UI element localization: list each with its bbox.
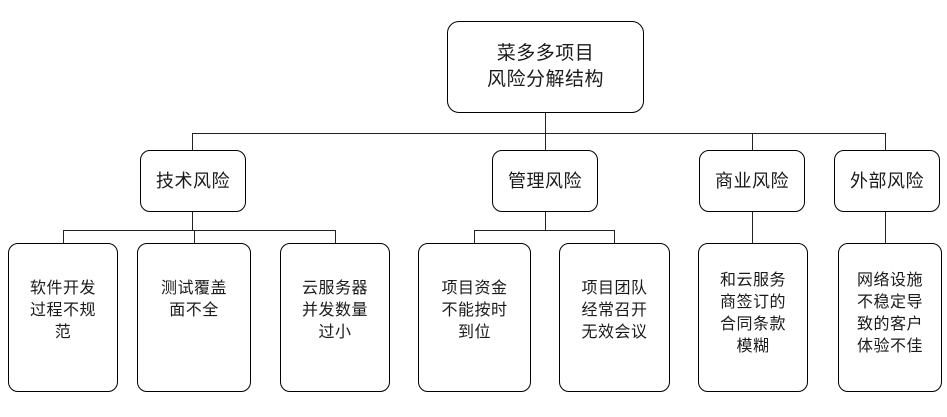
edge-drop-leaf-3 xyxy=(335,230,336,243)
node-branch-technical[interactable]: 技术风险 xyxy=(140,150,246,212)
edge-drop-leaf-5 xyxy=(614,230,615,243)
node-branch-external[interactable]: 外部风险 xyxy=(834,150,940,212)
edge-management-bus xyxy=(474,230,615,231)
edge-technical-stem xyxy=(192,212,193,230)
edge-drop-leaf-1 xyxy=(63,230,64,243)
node-leaf-1[interactable]: 软件开发 过程不规 范 xyxy=(8,243,118,392)
node-leaf-2[interactable]: 测试覆盖 面不全 xyxy=(137,243,251,392)
edge-drop-external xyxy=(885,133,886,151)
edge-drop-leaf-6 xyxy=(752,212,753,243)
node-leaf-5[interactable]: 项目团队 经常召开 无效会议 xyxy=(559,243,670,392)
node-root[interactable]: 菜多多项目 风险分解结构 xyxy=(447,21,644,113)
node-branch-business[interactable]: 商业风险 xyxy=(699,150,805,212)
edge-drop-management xyxy=(545,133,546,151)
edge-technical-bus xyxy=(63,230,335,231)
edge-drop-leaf-2 xyxy=(194,230,195,243)
edge-management-stem xyxy=(545,212,546,230)
edge-level1-bus xyxy=(192,133,885,134)
node-leaf-3[interactable]: 云服务器 并发数量 过小 xyxy=(280,243,390,392)
node-leaf-7[interactable]: 网络设施 不稳定导 致的客户 体验不佳 xyxy=(838,243,942,392)
edge-drop-technical xyxy=(192,133,193,151)
edge-drop-business xyxy=(752,133,753,151)
edge-root-stem xyxy=(545,113,546,134)
node-leaf-4[interactable]: 项目资金 不能按时 到位 xyxy=(418,243,531,392)
edge-drop-leaf-4 xyxy=(474,230,475,243)
node-leaf-6[interactable]: 和云服务 商签订的 合同条款 模糊 xyxy=(698,243,808,392)
edge-drop-leaf-7 xyxy=(885,212,886,243)
node-branch-management[interactable]: 管理风险 xyxy=(492,150,598,212)
